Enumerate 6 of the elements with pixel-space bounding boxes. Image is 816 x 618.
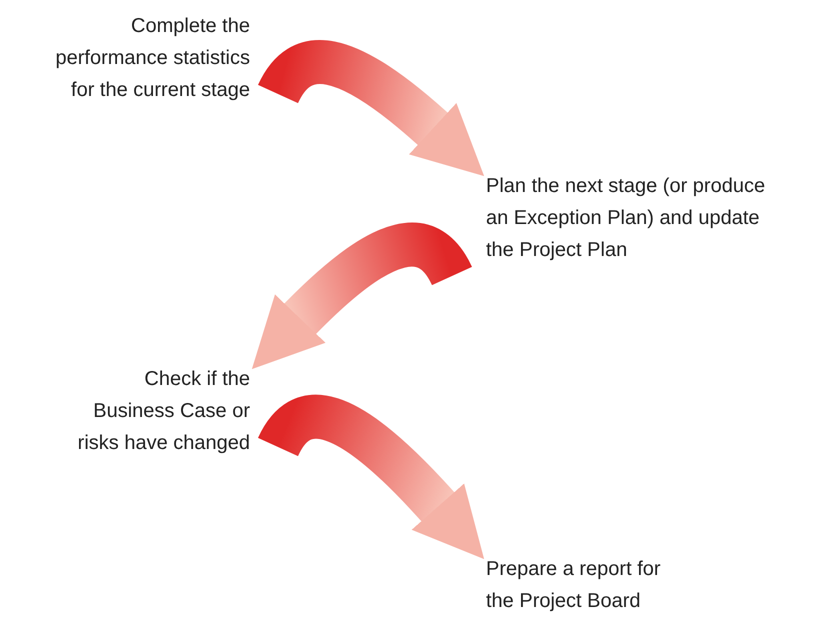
step-text: Complete the performance statistics for the current stage [54, 14, 250, 103]
curved-arrow [251, 222, 472, 368]
step-text: Prepare a report for the Project Board [486, 557, 662, 614]
step-text: Plan the next stage (or produce an Exception Plan) and update the Project Plan [486, 174, 766, 263]
curved-arrow [258, 40, 485, 176]
step-text: Check if the Business Case or risks have changed [76, 367, 250, 456]
